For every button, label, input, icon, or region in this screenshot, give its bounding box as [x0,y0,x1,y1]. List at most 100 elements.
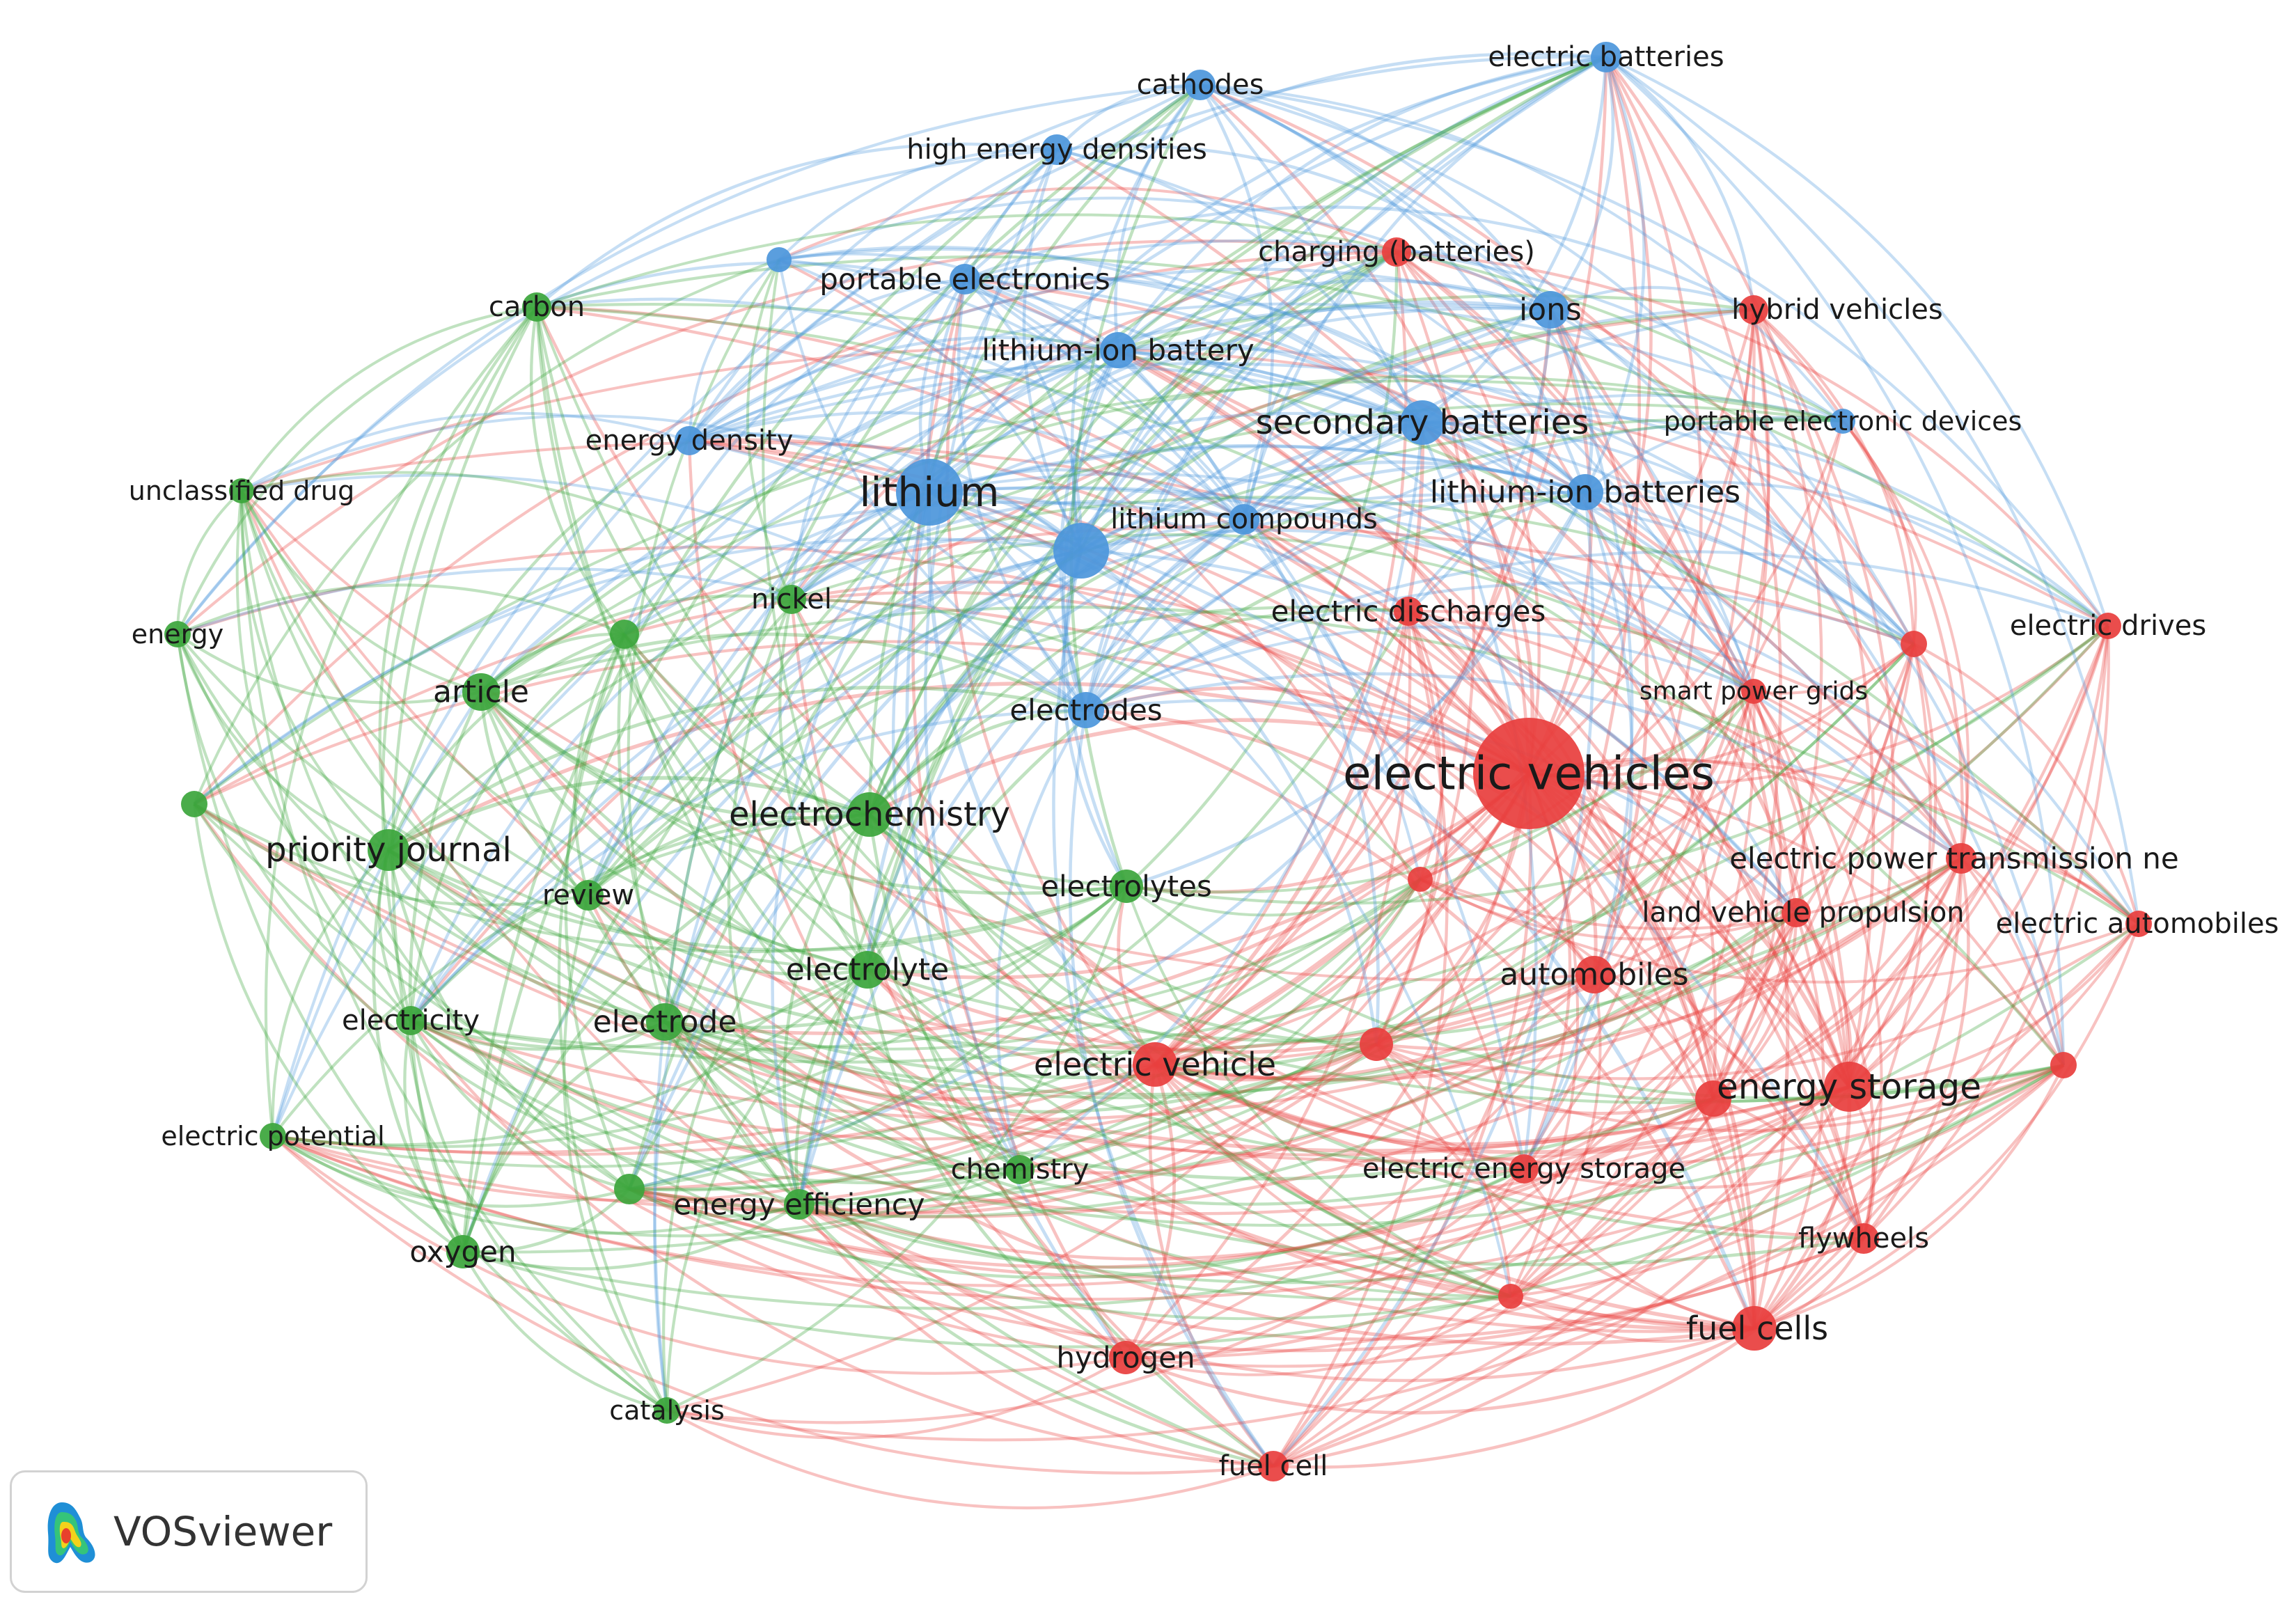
node-red-unlabeled-2[interactable] [1408,867,1433,892]
label-electric-batteries[interactable]: electric batteries [1488,41,1724,73]
label-lithium-ion-battery[interactable]: lithium-ion battery [982,333,1254,368]
node-portable-electronic-devices[interactable] [1830,409,1855,434]
label-electric-discharges[interactable]: electric discharges [1271,595,1546,629]
node-electrochemistry[interactable] [847,792,892,837]
label-nickel[interactable]: nickel [751,583,832,615]
label-electric-drives[interactable]: electric drives [2010,610,2206,642]
node-electrode[interactable] [646,1003,684,1041]
label-land-vehicle-propulsion[interactable]: land vehicle propulsion [1642,897,1964,929]
label-fuel-cell[interactable]: fuel cell [1219,1450,1328,1482]
node-red-unlabeled-3[interactable] [1360,1028,1393,1061]
label-electrochemistry[interactable]: electrochemistry [729,795,1010,834]
label-chemistry[interactable]: chemistry [951,1154,1090,1186]
node-red-unlabeled-5[interactable] [1498,1284,1523,1309]
label-smart-power-grids[interactable]: smart power grids [1640,677,1868,706]
node-oxygen[interactable] [446,1235,480,1268]
label-unclassified-drug[interactable]: unclassified drug [129,475,355,506]
label-portable-electronic-devices[interactable]: portable electronic devices [1664,406,2022,437]
label-electric-vehicles[interactable]: electric vehicles [1343,747,1715,801]
node-electric-potential[interactable] [260,1123,286,1149]
node-electrodes[interactable] [1068,692,1104,728]
node-electrolytes[interactable] [1110,870,1143,903]
node-smart-power-grids[interactable] [1741,679,1766,704]
node-secondary-batteries[interactable] [1400,400,1445,445]
node-lithium-ion-battery[interactable] [1100,332,1136,368]
label-carbon[interactable]: carbon [489,291,585,323]
label-article[interactable]: article [433,675,529,710]
node-ions[interactable] [1532,291,1569,329]
node-cathodes[interactable] [1185,70,1216,100]
label-catalysis[interactable]: catalysis [609,1395,725,1426]
label-ions[interactable]: ions [1519,292,1582,328]
node-red-unlabeled-1[interactable] [1901,631,1927,657]
node-priority-journal[interactable] [368,829,409,871]
node-fuel-cell[interactable] [1258,1451,1289,1481]
label-electrolyte[interactable]: electrolyte [786,952,949,988]
label-oxygen[interactable]: oxygen [409,1235,516,1269]
node-energy[interactable] [164,621,191,647]
node-electric-energy-storage[interactable] [1509,1154,1539,1184]
node-energy-density[interactable] [675,426,704,455]
node-lithium-ion-batteries[interactable] [1567,474,1603,510]
label-electric-vehicle[interactable]: electric vehicle [1034,1046,1276,1083]
label-electric-power-transmission[interactable]: electric power transmission ne [1729,842,2179,876]
node-green-unlabeled-2[interactable] [610,620,639,649]
node-hydrogen[interactable] [1109,1341,1142,1374]
node-automobiles[interactable] [1575,956,1613,993]
label-electric-energy-storage[interactable]: electric energy storage [1362,1153,1685,1185]
node-blue-unlabeled-1[interactable] [766,247,792,272]
node-hybrid-vehicles[interactable] [1739,295,1768,324]
node-red-unlabeled-6[interactable] [1695,1080,1731,1117]
node-energy-efficiency[interactable] [784,1189,815,1220]
node-article[interactable] [462,673,500,711]
label-cathodes[interactable]: cathodes [1137,69,1264,101]
label-charging-batteries[interactable]: charging (batteries) [1258,236,1535,268]
label-energy-efficiency[interactable]: energy efficiency [673,1188,925,1222]
node-electric-vehicle[interactable] [1133,1042,1177,1087]
node-unclassified-drug[interactable] [229,478,254,503]
label-energy-storage[interactable]: energy storage [1717,1067,1981,1107]
node-flywheels[interactable] [1848,1223,1879,1254]
node-electric-vehicles[interactable] [1473,718,1585,829]
label-electrodes[interactable]: electrodes [1009,693,1162,728]
node-portable-electronics[interactable] [950,264,980,294]
label-electric-potential[interactable]: electric potential [161,1121,384,1151]
label-lithium[interactable]: lithium [859,469,999,516]
node-electric-power-transmission[interactable] [1946,843,1976,874]
label-electrolytes[interactable]: electrolytes [1041,870,1212,904]
label-portable-electronics[interactable]: portable electronics [819,262,1110,297]
node-electric-batteries[interactable] [1591,42,1621,72]
node-catalysis[interactable] [654,1397,680,1424]
label-review[interactable]: review [542,879,634,911]
label-hybrid-vehicles[interactable]: hybrid vehicles [1731,294,1942,326]
node-nickel[interactable] [777,585,806,614]
node-green-unlabeled-3[interactable] [614,1174,645,1204]
node-fuel-cells[interactable] [1732,1306,1777,1351]
label-hydrogen[interactable]: hydrogen [1056,1341,1195,1375]
node-red-unlabeled-4[interactable] [2050,1052,2077,1078]
label-priority-journal[interactable]: priority journal [265,831,512,870]
node-review[interactable] [573,880,604,911]
node-land-vehicle-propulsion[interactable] [1782,898,1811,927]
node-carbon[interactable] [522,292,551,322]
node-blue-large[interactable] [1053,523,1109,579]
node-green-unlabeled-1[interactable] [181,791,207,817]
label-electric-automobiles[interactable]: electric automobiles [1996,908,2279,940]
label-lithium-ion-batteries[interactable]: lithium-ion batteries [1430,475,1740,510]
label-secondary-batteries[interactable]: secondary batteries [1256,403,1589,442]
label-fuel-cells[interactable]: fuel cells [1686,1310,1828,1347]
label-automobiles[interactable]: automobiles [1500,957,1688,993]
label-lithium-compounds[interactable]: lithium compounds [1110,503,1378,535]
node-energy-storage[interactable] [1824,1062,1874,1112]
node-lithium-compounds[interactable] [1229,504,1259,535]
node-electric-drives[interactable] [2095,613,2121,639]
node-electricity[interactable] [396,1006,425,1035]
label-energy[interactable]: energy [132,619,223,650]
label-energy-density[interactable]: energy density [585,425,794,457]
node-high-energy-densities[interactable] [1041,134,1072,165]
node-electric-automobiles[interactable] [2125,911,2152,937]
label-electrode[interactable]: electrode [593,1005,737,1040]
node-charging-batteries[interactable] [1382,237,1411,267]
node-electric-discharges[interactable] [1394,597,1423,626]
node-electrolyte[interactable] [849,951,886,989]
